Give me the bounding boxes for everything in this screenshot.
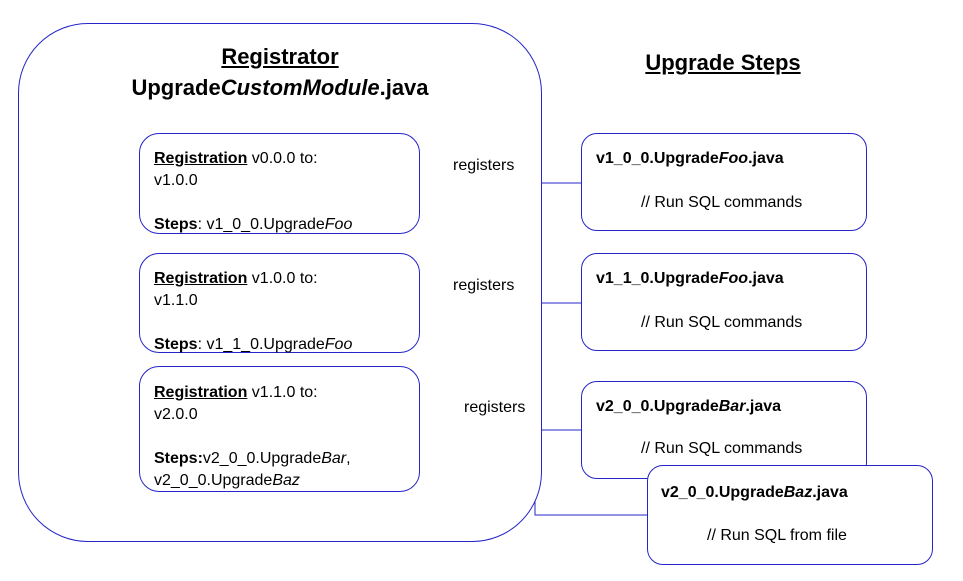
registration-steps-3: Steps:v2_0_0.UpgradeBar, [154,448,351,470]
registration-steps-suffix-3: , [346,450,351,467]
upgrade-step-suffix-2: .java [748,270,784,287]
upgrade-step-suffix-3: .java [745,398,782,415]
registration-label-2: Registration [154,270,248,287]
upgrade-step-box-1 [581,133,867,231]
registrator-filename-italic: CustomModule [220,75,380,100]
registration-steps-label-3: Steps: [154,450,203,467]
registration-steps-italic-3: Bar [321,450,347,467]
upgrade-steps-heading-text: Upgrade Steps [645,50,801,75]
upgrade-step-body-2: // Run SQL commands [641,314,803,331]
registration-range-line1-1: v0.0.0 to: [247,150,318,167]
registration-steps-1: Steps: v1_0_0.UpgradeFoo [154,214,352,236]
registration-range-line1-2: v1.0.0 to: [247,270,318,287]
registration-label-3: Registration [154,384,248,401]
upgrade-step-box-3 [581,381,867,479]
registrator-filename: UpgradeCustomModule.java [18,75,542,101]
registration-range-line2-2: v1.1.0 [154,292,198,309]
registration-steps2-italic-3: Baz [272,472,300,489]
registration-text-2: Registration v1.0.0 to: v1.1.0 Steps: v1… [154,268,352,356]
upgrade-step-title-2: v1_1_0.UpgradeFoo.java [596,270,784,288]
registration-box-3 [139,366,420,492]
upgrade-step-prefix-1: v1_0_0.Upgrade [596,150,719,167]
upgrade-step-title-1: v1_0_0.UpgradeFoo.java [596,150,784,168]
registration-steps-line2-3: v2_0_0.UpgradeBaz [154,470,351,492]
registration-steps-prefix-3: v2_0_0.Upgrade [202,450,322,467]
upgrade-step-title-3: v2_0_0.UpgradeBar.java [596,398,781,416]
registration-label-1: Registration [154,150,248,167]
registration-range-line2-1: v1.0.0 [154,172,198,189]
upgrade-step-suffix-1: .java [748,150,784,167]
registration-range-1: Registration v0.0.0 to: [154,148,352,170]
upgrade-step-italic-1: Foo [718,150,749,167]
upgrade-step-box-2 [581,253,867,351]
upgrade-step-italic-2: Foo [718,270,749,287]
registration-steps2-prefix-3: v2_0_0.Upgrade [154,472,273,489]
upgrade-step-suffix-4: .java [812,484,848,501]
registrator-heading-text: Registrator [221,44,339,69]
registrator-filename-suffix: .java [379,75,429,100]
registration-range-line1-3: v1.1.0 to: [247,384,318,401]
registration-steps-italic-1: Foo [324,216,353,233]
upgrade-step-italic-4: Baz [783,484,813,501]
registration-box-1 [139,133,420,234]
registrator-heading: Registrator [18,44,542,70]
upgrade-steps-heading: Upgrade Steps [580,50,866,76]
upgrade-step-box-4 [647,465,933,565]
registration-steps-prefix-1: : v1_0_0.Upgrade [197,216,325,233]
registration-steps-label-2: Steps [154,336,198,353]
registration-range-line2-3: v2.0.0 [154,406,198,423]
registration-range-2: Registration v1.0.0 to: [154,268,352,290]
upgrade-step-body-1: // Run SQL commands [641,194,803,211]
registration-range-3: Registration v1.1.0 to: [154,382,351,404]
upgrade-step-prefix-4: v2_0_0.Upgrade [661,484,784,501]
edge-label-1: registers [453,157,515,174]
registration-box-2 [139,253,420,353]
edge-label-3: registers [464,399,526,416]
upgrade-step-body-3: // Run SQL commands [641,440,803,457]
upgrade-step-title-4: v2_0_0.UpgradeBaz.java [661,484,848,502]
registration-steps-2: Steps: v1_1_0.UpgradeFoo [154,334,352,356]
edge-label-2: registers [453,277,515,294]
registration-text-3: Registration v1.1.0 to: v2.0.0 Steps:v2_… [154,382,351,492]
registrator-filename-prefix: Upgrade [131,75,221,100]
registration-text-1: Registration v0.0.0 to: v1.0.0 Steps: v1… [154,148,352,236]
registration-steps-italic-2: Foo [324,336,353,353]
upgrade-step-italic-3: Bar [718,398,746,415]
upgrade-step-body-4: // Run SQL from file [707,527,847,544]
upgrade-step-prefix-2: v1_1_0.Upgrade [596,270,719,287]
upgrade-step-prefix-3: v2_0_0.Upgrade [596,398,719,415]
registration-steps-prefix-2: : v1_1_0.Upgrade [197,336,325,353]
registration-steps-label-1: Steps [154,216,198,233]
